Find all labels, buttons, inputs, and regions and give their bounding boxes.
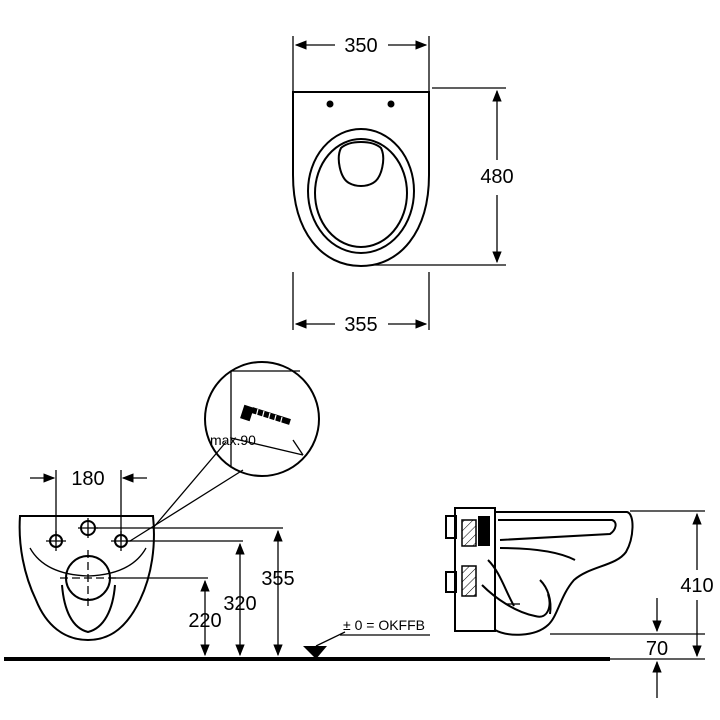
screw-icon — [240, 404, 291, 426]
detail-max-label: max.90 — [210, 432, 256, 448]
dim-70-label: 70 — [646, 638, 668, 660]
mount-hole-left — [326, 100, 334, 108]
dim-355-top-label: 355 — [344, 314, 377, 336]
dim-320-label: 320 — [223, 593, 256, 615]
rim-outer — [307, 128, 415, 254]
dim-355-front-label: 355 — [261, 568, 294, 590]
level-triangle-icon — [303, 646, 327, 659]
front-view: 180 355 320 220 — [18, 468, 295, 657]
top-view: 350 480 355 — [292, 35, 514, 336]
detail-circle — [204, 361, 320, 477]
dim-220-label: 220 — [188, 610, 221, 632]
bowl-outline-front — [18, 515, 155, 642]
dim-180-label: 180 — [71, 468, 104, 490]
bowl-outline-top — [292, 91, 430, 268]
floor-reference: ± 0 = OKFFB — [303, 617, 430, 659]
detail-callout: max.90 — [129, 361, 320, 542]
bowl-outline-side — [494, 511, 634, 636]
dim-350-label: 350 — [344, 35, 377, 57]
dim-480-label: 480 — [480, 166, 513, 188]
dim-410-label: 410 — [680, 575, 713, 597]
rim-inner — [314, 138, 408, 248]
flush-opening — [337, 141, 385, 187]
mount-hole-right — [387, 100, 395, 108]
floor-reference-label: ± 0 = OKFFB — [343, 617, 425, 633]
side-view: 410 70 — [445, 507, 714, 698]
